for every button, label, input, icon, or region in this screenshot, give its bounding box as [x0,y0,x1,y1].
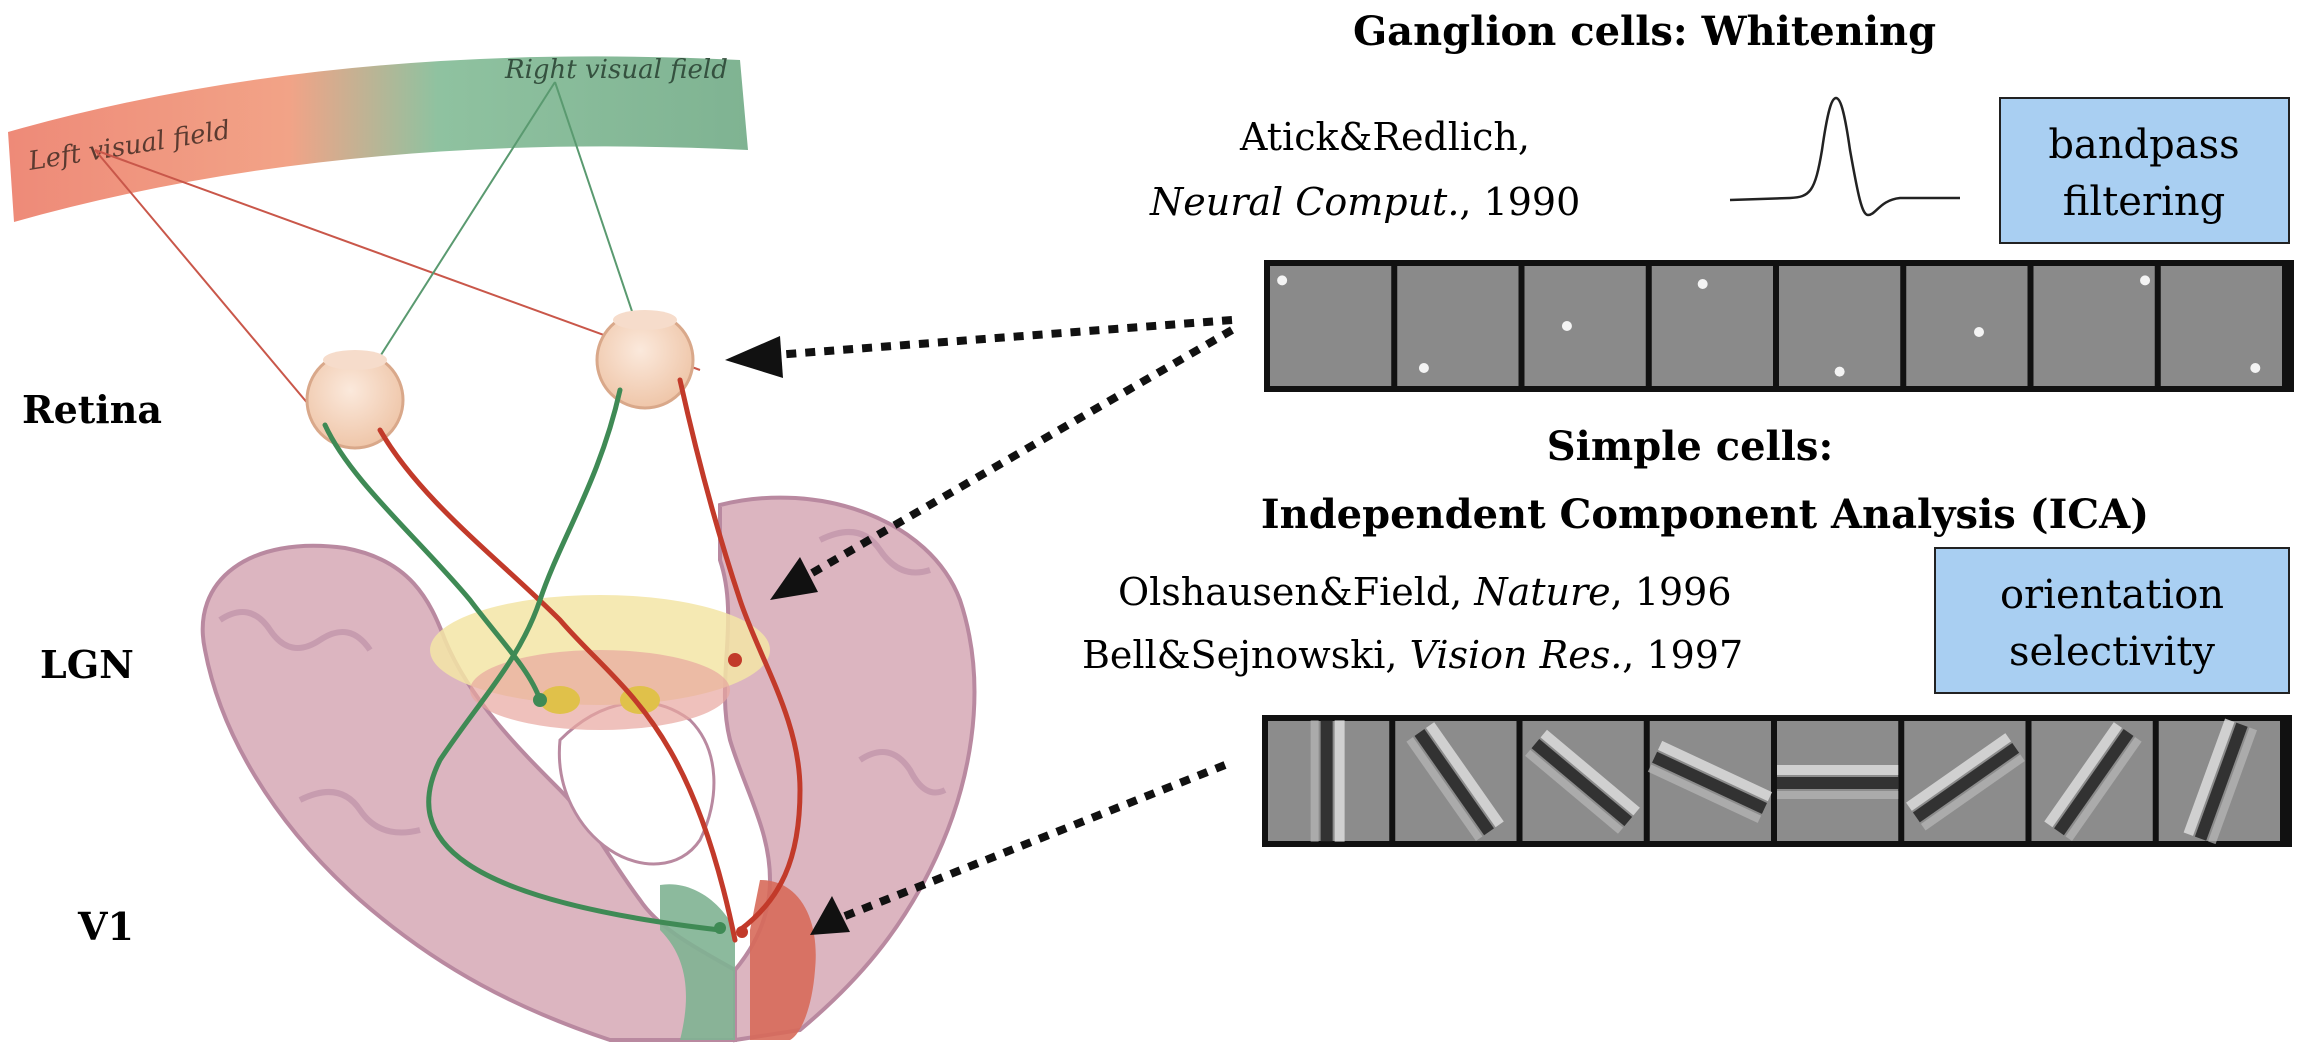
ganglion-filter-dot [2250,363,2260,373]
ganglion-filter-tile [1270,266,1391,386]
left-eye-icon [307,350,403,448]
orientation-selectivity-box: orientation selectivity [1935,548,2289,693]
ganglion-filter-tile [2161,266,2282,386]
arrow-to-retina [775,320,1232,355]
ganglion-filter-dot [1974,327,1984,337]
bandpass-box-line2: filtering [2063,179,2226,225]
ganglion-title: Ganglion cells: Whitening [1353,8,1936,55]
stage-label-v1: V1 [77,904,134,949]
ganglion-citation: Neural Comput., 1990 [1149,180,1580,224]
dog-filter-icon [1730,98,1960,215]
citation1-journal: Nature [1473,570,1610,614]
ganglion-citation-year: , 1990 [1459,180,1580,224]
orientation-box-line2: selectivity [2009,629,2215,675]
citation2-year: , 1997 [1622,633,1743,677]
ganglion-filter-tile [1652,266,1773,386]
simple-citation-2: Bell&Sejnowski, Vision Res., 1997 [1082,633,1743,677]
citation2-authors: Bell&Sejnowski, [1082,633,1410,677]
ganglion-filter-tile [1397,266,1518,386]
simple-title-line2: Independent Component Analysis (ICA) [1261,491,2149,538]
ganglion-filter-dot [1562,321,1572,331]
ganglion-filter-tile [1906,266,2027,386]
arrowhead-retina [725,336,783,378]
ganglion-filter-strip [1264,260,2294,392]
simple-citation-1: Olshausen&Field, Nature, 1996 [1118,570,1732,614]
citation2-journal: Vision Res. [1410,633,1623,677]
citation1-year: , 1996 [1611,570,1732,614]
simple-cell-filter-strip [1262,691,2292,872]
citation1-authors: Olshausen&Field, [1118,570,1474,614]
ganglion-filter-dot [1835,367,1845,377]
orientation-box-line1: orientation [2000,572,2224,618]
bandpass-box-line1: bandpass [2048,122,2239,168]
right-eye-icon [597,310,693,408]
right-visual-field-label: Right visual field [504,55,728,85]
stage-label-lgn: LGN [40,642,134,687]
ganglion-filter-dot [1698,279,1708,289]
ganglion-filter-dot [1419,363,1429,373]
bandpass-filtering-box: bandpass filtering [2000,98,2289,243]
ganglion-filter-dot [1277,275,1287,285]
brain-cross-section [203,498,975,1040]
ganglion-filter-tile [2034,266,2155,386]
stage-label-retina: Retina [22,387,162,432]
simple-title-line1: Simple cells: [1547,423,1833,470]
ganglion-filter-tile [1525,266,1646,386]
ganglion-filter-dot [2140,275,2150,285]
ganglion-citation-authors: Atick&Redlich, [1239,115,1530,159]
brain-illustration: Left visual field Right visual field [8,55,974,1040]
ganglion-citation-journal: Neural Comput. [1149,180,1459,224]
arrow-to-lgn [800,330,1232,580]
